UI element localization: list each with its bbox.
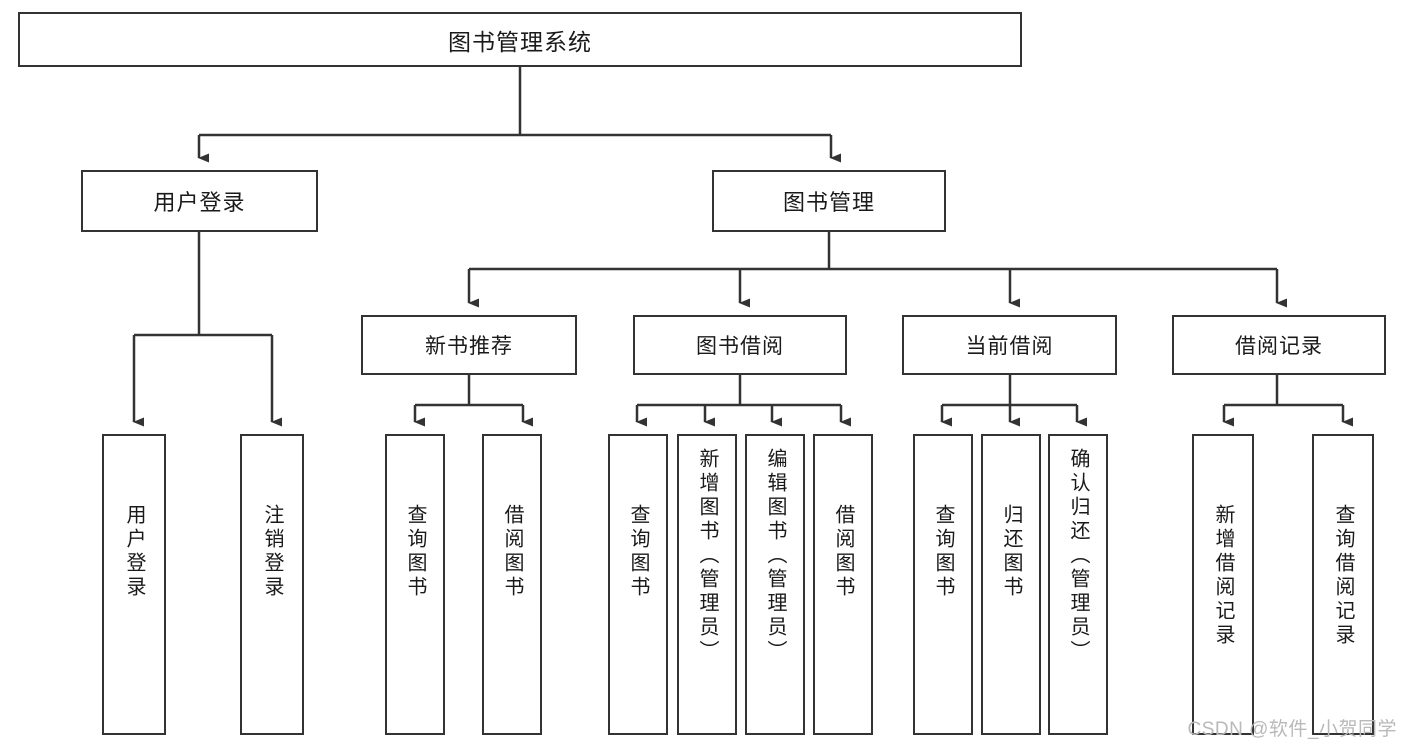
- leaf-return-book-label: 归还图书: [1000, 504, 1022, 600]
- node-new-book-recommend-label: 新书推荐: [425, 335, 513, 358]
- csdn-watermark: CSDN @软件_小贺同学: [1187, 719, 1397, 740]
- leaf-user-login[interactable]: 用户登录: [102, 434, 166, 735]
- node-borrow-record-label: 借阅记录: [1235, 335, 1323, 358]
- leaf-query-book-2-label: 查询图书: [627, 504, 649, 600]
- leaf-query-book-1[interactable]: 查询图书: [385, 434, 445, 735]
- leaf-edit-book-label: 编辑图书（管理员）: [764, 448, 786, 664]
- node-book-borrow-label: 图书借阅: [696, 335, 784, 358]
- node-user-login[interactable]: 用户登录: [81, 170, 318, 232]
- leaf-query-book-2[interactable]: 查询图书: [608, 434, 668, 735]
- leaf-confirm-return-label: 确认归还（管理员）: [1067, 448, 1089, 664]
- leaf-borrow-book-2[interactable]: 借阅图书: [813, 434, 873, 735]
- leaf-add-book-label: 新增图书（管理员）: [696, 448, 718, 664]
- leaf-user-login-label: 用户登录: [123, 504, 145, 600]
- leaf-borrow-book-2-label: 借阅图书: [832, 504, 854, 600]
- leaf-borrow-book-1-label: 借阅图书: [501, 504, 523, 600]
- leaf-query-book-3[interactable]: 查询图书: [913, 434, 973, 735]
- node-borrow-record[interactable]: 借阅记录: [1172, 315, 1386, 375]
- leaf-add-record-label: 新增借阅记录: [1212, 504, 1234, 648]
- leaf-user-logout-label: 注销登录: [261, 504, 283, 600]
- node-current-borrow-label: 当前借阅: [965, 335, 1054, 358]
- node-root-system[interactable]: 图书管理系统: [18, 12, 1022, 67]
- leaf-query-book-1-label: 查询图书: [404, 504, 426, 600]
- leaf-confirm-return[interactable]: 确认归还（管理员）: [1048, 434, 1108, 735]
- leaf-borrow-book-1[interactable]: 借阅图书: [482, 434, 542, 735]
- node-current-borrow[interactable]: 当前借阅: [902, 315, 1117, 375]
- leaf-edit-book[interactable]: 编辑图书（管理员）: [745, 434, 805, 735]
- node-root-label: 图书管理系统: [448, 28, 592, 55]
- leaf-return-book[interactable]: 归还图书: [981, 434, 1041, 735]
- leaf-query-book-3-label: 查询图书: [932, 504, 954, 600]
- leaf-query-record-label: 查询借阅记录: [1332, 504, 1354, 648]
- node-new-book-recommend[interactable]: 新书推荐: [361, 315, 577, 375]
- node-user-login-label: 用户登录: [153, 190, 246, 215]
- node-book-borrow[interactable]: 图书借阅: [633, 315, 847, 375]
- node-book-management-label: 图书管理: [782, 190, 875, 215]
- leaf-user-logout[interactable]: 注销登录: [240, 434, 304, 735]
- leaf-add-record[interactable]: 新增借阅记录: [1192, 434, 1254, 735]
- leaf-add-book[interactable]: 新增图书（管理员）: [677, 434, 737, 735]
- leaf-query-record[interactable]: 查询借阅记录: [1312, 434, 1374, 735]
- node-book-management[interactable]: 图书管理: [712, 170, 946, 232]
